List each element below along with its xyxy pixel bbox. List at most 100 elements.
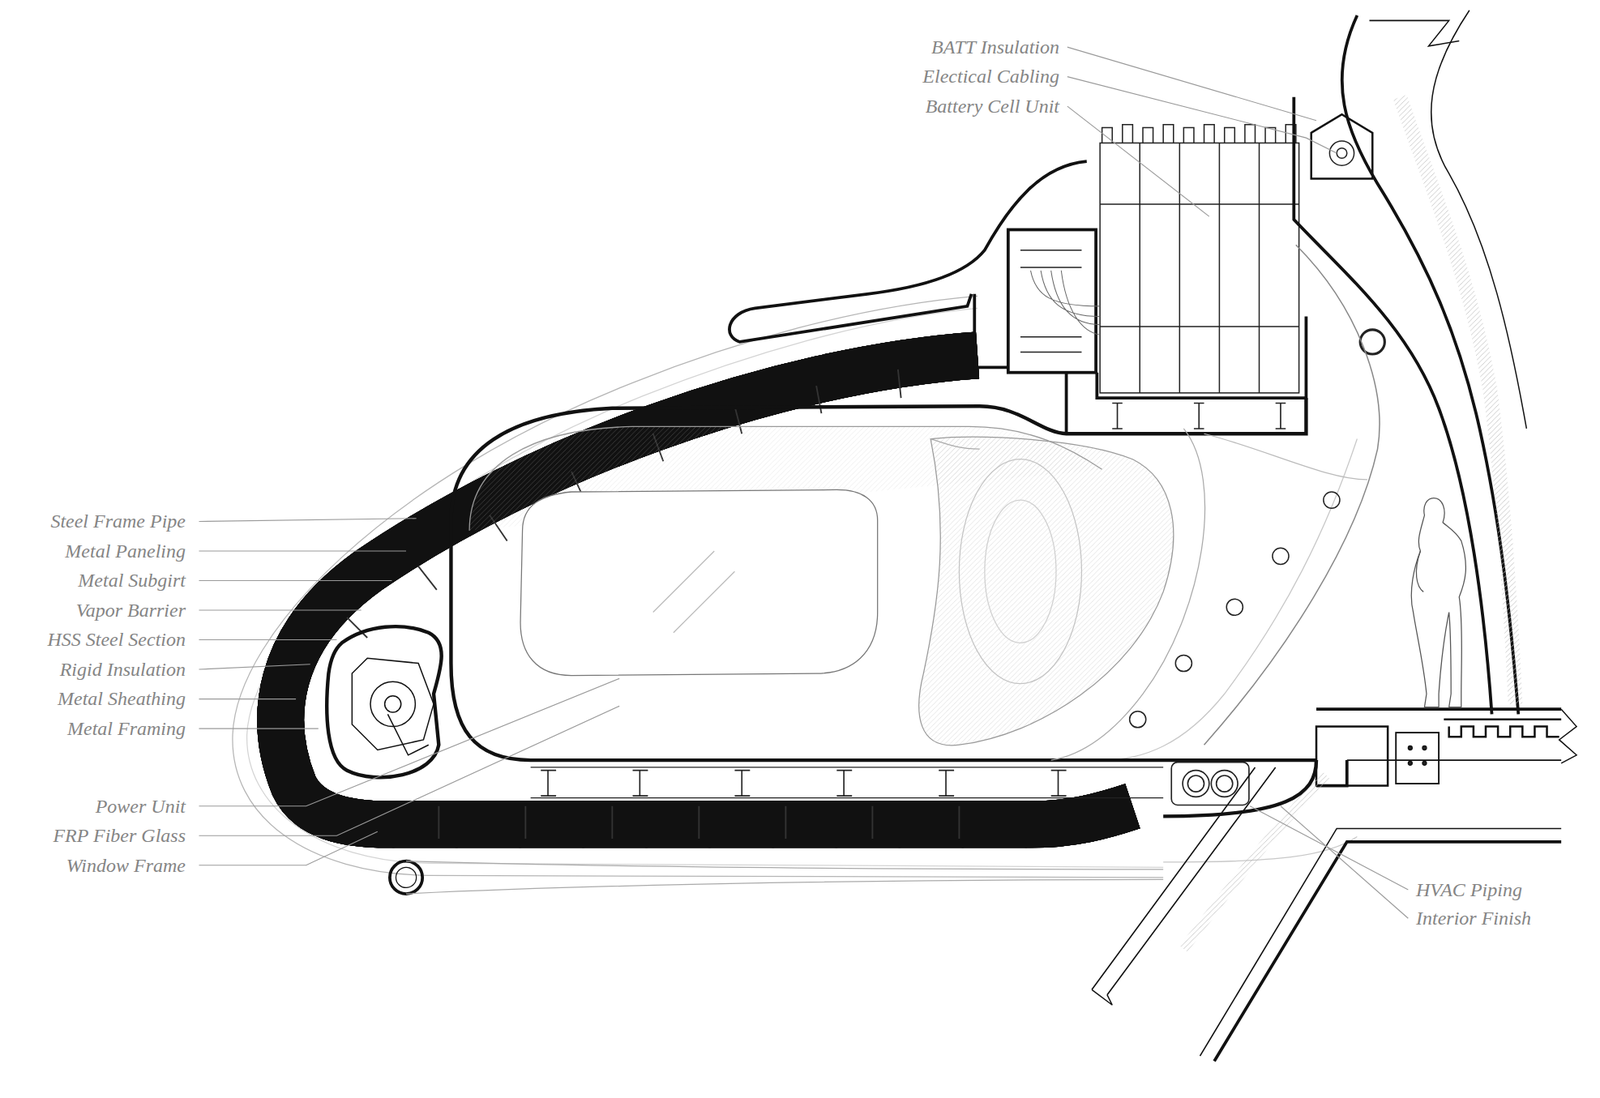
drawing-stroke bbox=[1091, 767, 1276, 996]
drawing-stroke bbox=[1226, 598, 1243, 616]
drawing-stroke bbox=[1422, 761, 1427, 766]
part-label: FRP Fiber Glass bbox=[52, 824, 186, 848]
drawing-stroke bbox=[1112, 402, 1286, 428]
drawing-stroke bbox=[1067, 106, 1210, 217]
drawing-stroke bbox=[1360, 329, 1385, 355]
drawing-stroke bbox=[1559, 709, 1577, 764]
drawing-stroke bbox=[540, 770, 1066, 796]
drawing-stroke bbox=[1416, 551, 1424, 592]
lower-wall bbox=[1091, 767, 1562, 1062]
drawing-stroke bbox=[1099, 204, 1299, 327]
leader-lines bbox=[198, 47, 1408, 919]
part-label: Steel Frame Pipe bbox=[50, 509, 186, 533]
drawing-stroke bbox=[1280, 806, 1408, 919]
drawing-stroke bbox=[1204, 433, 1368, 480]
battery-cell-unit bbox=[1020, 124, 1300, 394]
part-label: Vapor Barrier bbox=[76, 598, 186, 622]
drawing-stroke bbox=[370, 681, 415, 727]
drawing-stroke bbox=[1347, 759, 1562, 762]
drawing-stroke bbox=[326, 626, 441, 778]
drawing-stroke bbox=[1099, 142, 1299, 393]
part-label: Metal Framing bbox=[67, 717, 186, 741]
drawing-stroke bbox=[1407, 761, 1412, 766]
drawing-stroke bbox=[1422, 745, 1427, 750]
column-details bbox=[1129, 141, 1386, 745]
drawing-stroke bbox=[1214, 842, 1562, 1062]
drawing-stroke bbox=[1182, 770, 1210, 798]
drawing-stroke bbox=[351, 658, 434, 750]
drawing-stroke bbox=[387, 714, 428, 755]
drawing-stroke bbox=[1249, 806, 1408, 890]
drawing-stroke bbox=[1031, 270, 1101, 335]
drawing-stroke bbox=[1329, 141, 1354, 166]
part-label: Interior Finish bbox=[1416, 906, 1532, 930]
part-label: HVAC Piping bbox=[1416, 878, 1523, 902]
drawing-stroke bbox=[198, 831, 377, 866]
drawing-stroke bbox=[1311, 114, 1374, 179]
drawing-stroke bbox=[1008, 229, 1096, 373]
drawing-stroke bbox=[1204, 244, 1380, 745]
part-label: Window Frame bbox=[66, 854, 186, 878]
drawing-stroke bbox=[198, 728, 318, 730]
part-label: Metal Sheathing bbox=[57, 687, 186, 711]
right-wall bbox=[1293, 10, 1527, 715]
drawing-stroke bbox=[1316, 709, 1562, 786]
floor-slab bbox=[1316, 709, 1577, 786]
drawing-stroke bbox=[984, 500, 1057, 643]
drawing-stroke bbox=[1395, 732, 1439, 784]
drawing-stroke bbox=[198, 518, 416, 522]
drawing-stroke bbox=[1187, 775, 1204, 792]
drawing-stroke bbox=[530, 767, 1164, 799]
drawing-stroke bbox=[520, 489, 878, 676]
drawing-stroke bbox=[385, 696, 402, 713]
part-label: Metal Subgirt bbox=[77, 568, 186, 592]
drawing-stroke bbox=[1065, 372, 1069, 435]
floor-beam bbox=[530, 760, 1317, 799]
drawing-stroke bbox=[198, 639, 337, 641]
drawing-stroke bbox=[198, 678, 620, 806]
drawing-stroke bbox=[450, 397, 1317, 761]
drawing-stroke bbox=[198, 550, 407, 552]
part-label: Metal Paneling bbox=[64, 539, 186, 563]
drawing-stroke bbox=[1091, 989, 1113, 1006]
drawing-stroke bbox=[1139, 142, 1259, 393]
drawing-stroke bbox=[1399, 97, 1515, 705]
drawing-stroke bbox=[1171, 762, 1250, 806]
drawing-stroke bbox=[1020, 250, 1083, 353]
drawing-stroke bbox=[1175, 654, 1192, 672]
drawing-stroke bbox=[198, 705, 620, 836]
drawing-stroke bbox=[389, 861, 423, 895]
part-label: Rigid Insulation bbox=[59, 658, 186, 681]
part-label: Electical Cabling bbox=[922, 64, 1060, 88]
drawing-stroke bbox=[1067, 47, 1317, 121]
drawing-stroke bbox=[1272, 547, 1289, 565]
drawing-stroke bbox=[729, 161, 1087, 343]
drawing-stroke bbox=[1129, 711, 1147, 728]
part-label: BATT Insulation bbox=[931, 35, 1060, 59]
glazing bbox=[469, 426, 1368, 761]
drawing-stroke bbox=[1411, 498, 1466, 708]
drawing-stroke bbox=[395, 867, 416, 888]
drawing-stroke bbox=[198, 664, 310, 670]
drawing-stroke bbox=[438, 806, 959, 839]
drawing-stroke bbox=[1342, 15, 1519, 715]
drawing-stroke bbox=[653, 551, 736, 634]
drawing-stroke bbox=[1368, 20, 1459, 46]
drawing-stroke bbox=[1216, 775, 1233, 792]
drawing-stroke bbox=[198, 580, 392, 582]
wall-hatch bbox=[1399, 97, 1515, 705]
battery-room-beam bbox=[1112, 402, 1286, 428]
drawing-stroke bbox=[198, 609, 361, 611]
drawing-stroke bbox=[1183, 775, 1327, 950]
part-label: Power Unit bbox=[95, 795, 186, 818]
drawing-stroke bbox=[1407, 745, 1412, 750]
drawing-stroke bbox=[958, 459, 1082, 685]
drawing-stroke bbox=[198, 698, 296, 700]
drawing-stroke bbox=[1293, 97, 1492, 715]
drawing-stroke bbox=[1323, 491, 1340, 509]
drawing-stroke bbox=[1067, 77, 1337, 154]
cavity-outline bbox=[450, 397, 1317, 817]
drawing-stroke bbox=[1210, 770, 1238, 798]
